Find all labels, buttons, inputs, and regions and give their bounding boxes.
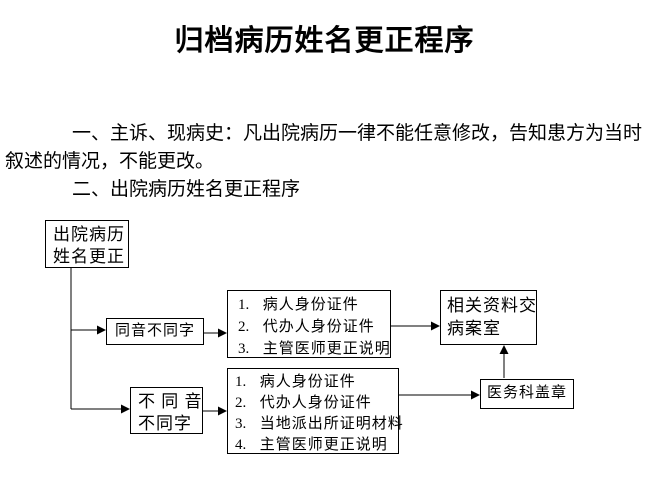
flow-box-same-sound: 同音不同字	[106, 318, 204, 345]
flow-box-same-sound-label: 同音不同字	[114, 323, 195, 339]
flow-box-records-room: 相关资料交 病案室	[440, 290, 537, 345]
list-item-text: 当地派出所证明材料	[259, 416, 404, 432]
flow-box-stamp-label: 医务科盖章	[486, 385, 567, 401]
list-item-text: 主管医师更正说明	[262, 341, 391, 357]
paragraph-line-2: 叙述的情况，不能更改。	[5, 151, 215, 172]
flow-box-diff-sound-line-1: 不 同 音	[138, 392, 203, 411]
list-item-number: 3.	[235, 416, 247, 432]
arrowhead-docs1-to-records	[431, 321, 440, 331]
arrowhead-stamp-to-records	[499, 345, 509, 354]
flow-box-diff-sound-line-2: 不同字	[138, 414, 192, 433]
flow-box-start-line-1: 出院病历	[53, 225, 125, 244]
flow-box-diff-sound-docs: 1. 病人身份证件 2. 代办人身份证件 3. 当地派出所证明材料 4. 主管医…	[227, 368, 403, 456]
list-item: 3. 主管医师更正说明	[238, 338, 390, 360]
list-item: 1. 病人身份证件	[238, 294, 390, 316]
list-item-text: 病人身份证件	[259, 374, 356, 390]
list-item-text: 代办人身份证件	[259, 395, 372, 411]
arrowhead-docs2-to-stamp	[471, 390, 480, 400]
page-title: 归档病历姓名更正程序	[174, 25, 475, 57]
flow-box-same-sound-docs: 1. 病人身份证件 2. 代办人身份证件 3. 主管医师更正说明	[227, 290, 391, 358]
list-item: 3. 当地派出所证明材料	[235, 414, 403, 435]
paragraph-line-3: 二、出院病历姓名更正程序	[72, 179, 301, 200]
list-item-text: 病人身份证件	[262, 297, 359, 313]
list-item: 1. 病人身份证件	[235, 372, 398, 393]
flow-box-start: 出院病历 姓名更正	[45, 220, 129, 268]
flow-box-diff-sound: 不 同 音 不同字	[130, 387, 203, 434]
arrowhead-diff-sound-to-docs	[218, 406, 227, 416]
list-item-number: 4.	[235, 437, 247, 453]
flow-box-stamp: 医务科盖章	[480, 379, 574, 409]
list-item-number: 2.	[238, 319, 250, 335]
list-item: 2. 代办人身份证件	[238, 316, 390, 338]
arrowhead-to-diff-sound	[121, 404, 130, 414]
list-item-text: 主管医师更正说明	[259, 437, 388, 453]
paragraph-line-1: 一、主诉、现病史：凡出院病历一律不能任意修改，告知患方为当时	[72, 123, 643, 144]
flow-box-start-line-2: 姓名更正	[53, 247, 125, 266]
arrowhead-to-same-sound	[97, 325, 106, 335]
list-item-number: 1.	[235, 374, 247, 390]
list-item-text: 代办人身份证件	[262, 319, 375, 335]
list-item-number: 2.	[235, 395, 247, 411]
list-item: 2. 代办人身份证件	[235, 393, 398, 414]
list-item-number: 3.	[238, 341, 250, 357]
list-item-number: 1.	[238, 297, 250, 313]
flow-box-records-room-line-2: 病案室	[447, 319, 501, 338]
list-item: 4. 主管医师更正说明	[235, 435, 398, 456]
arrowhead-same-sound-to-docs	[218, 328, 227, 338]
flow-box-records-room-line-1: 相关资料交	[447, 296, 537, 315]
